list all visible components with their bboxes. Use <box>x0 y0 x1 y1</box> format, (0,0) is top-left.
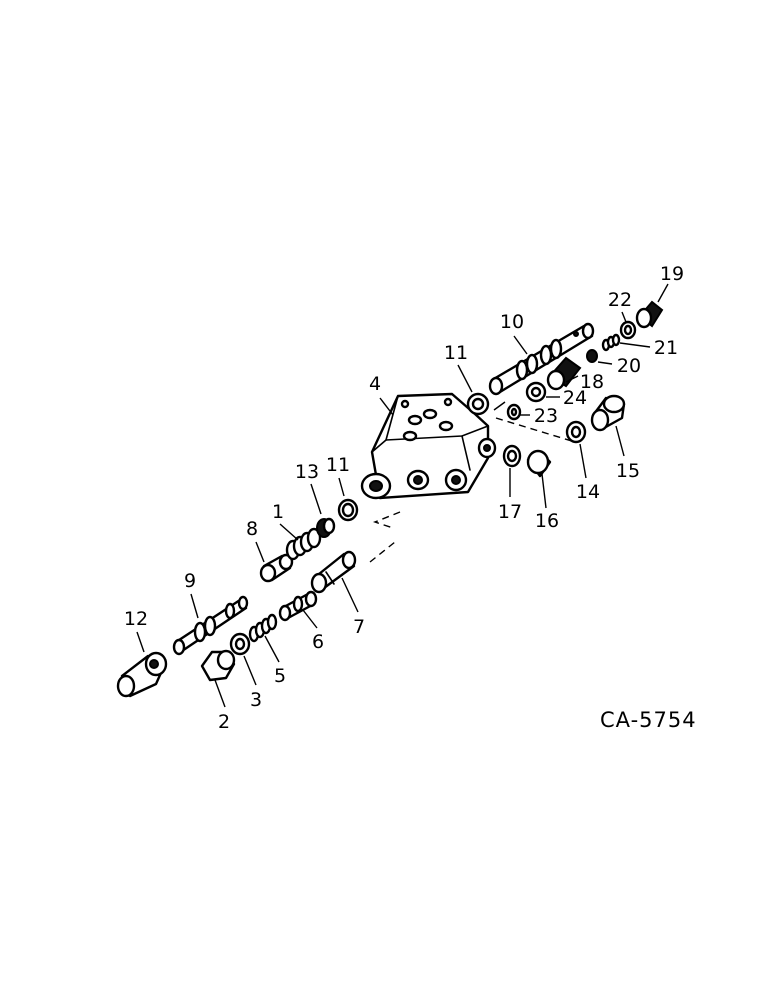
plunger-6 <box>278 590 318 622</box>
clevis-12 <box>116 651 168 698</box>
bushing-8 <box>259 553 294 583</box>
ring-14 <box>565 420 587 444</box>
callout-6: 6 <box>312 631 324 653</box>
spring-21 <box>601 333 621 352</box>
spool-9 <box>172 595 249 656</box>
plug-19 <box>635 300 664 329</box>
valve-body-housing <box>360 392 497 500</box>
spring-5 <box>248 613 278 643</box>
hex-plug-2 <box>200 649 236 682</box>
callout-15: 15 <box>616 460 640 482</box>
callout-21: 21 <box>654 337 678 359</box>
callout-1: 1 <box>272 501 284 523</box>
callout-12: 12 <box>124 608 148 630</box>
callout-3: 3 <box>250 689 262 711</box>
explode-line-14 <box>495 417 576 443</box>
o-ring-11-lower <box>337 498 359 522</box>
callout-18: 18 <box>580 371 604 393</box>
callout-11-upper: 11 <box>444 342 468 364</box>
callout-5: 5 <box>274 665 286 687</box>
callout-20: 20 <box>617 355 641 377</box>
callout-17: 17 <box>498 501 522 523</box>
washer-3 <box>229 632 251 656</box>
sleeve-7 <box>310 550 357 594</box>
ring-24 <box>525 381 547 403</box>
callout-22: 22 <box>608 289 632 311</box>
callout-23: 23 <box>534 405 558 427</box>
threaded-plug-18 <box>546 356 582 391</box>
callout-13: 13 <box>295 461 319 483</box>
drawing-code: CA-5754 <box>600 708 697 732</box>
spool-10 <box>488 322 595 396</box>
callout-7: 7 <box>353 616 365 638</box>
retainer-13 <box>316 517 336 538</box>
leader-lines <box>136 283 669 708</box>
explode-line-7 <box>369 511 401 563</box>
spring-1 <box>285 527 322 561</box>
callout-9: 9 <box>184 570 196 592</box>
cap-16 <box>526 449 552 478</box>
o-ring-17 <box>502 444 522 468</box>
callout-10: 10 <box>500 311 524 333</box>
callout-24: 24 <box>563 387 587 409</box>
callout-16: 16 <box>535 510 559 532</box>
callout-11-lower: 11 <box>326 454 350 476</box>
callout-labels: 4 10 11 11 13 1 8 9 12 2 3 5 6 7 17 16 1… <box>124 263 684 733</box>
callout-2: 2 <box>218 711 230 733</box>
callout-19: 19 <box>660 263 684 285</box>
fitting-15 <box>590 394 626 432</box>
callout-14: 14 <box>576 481 600 503</box>
callout-8: 8 <box>246 518 258 540</box>
o-ring-11-upper <box>466 392 490 416</box>
ring-23 <box>493 401 522 421</box>
o-ring-22 <box>619 320 637 340</box>
spring-20 <box>586 349 598 363</box>
callout-4: 4 <box>369 373 381 395</box>
